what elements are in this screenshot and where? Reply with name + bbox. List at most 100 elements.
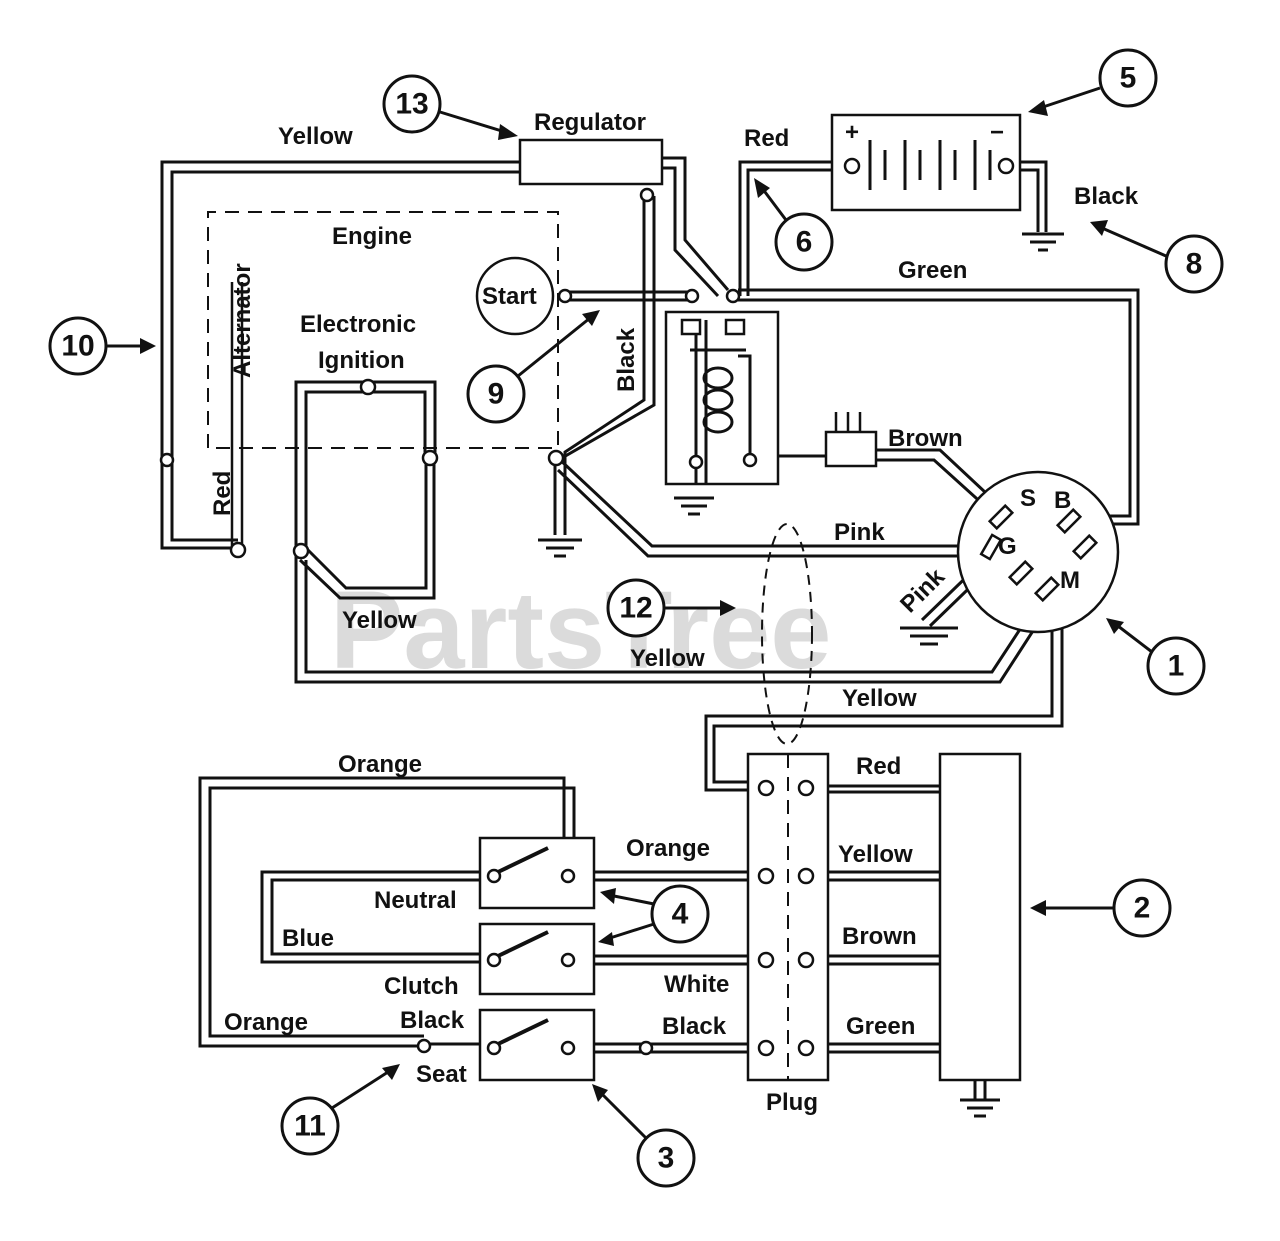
- switch-slot-b2: [1071, 533, 1099, 561]
- plug-terminals: [757, 779, 815, 1057]
- ground-engine-icon: [538, 538, 582, 558]
- brown-connector: [824, 430, 878, 468]
- svg-text:9: 9: [488, 378, 505, 411]
- label-yellow-switch: Yellow: [842, 685, 917, 712]
- svg-text:2: 2: [1134, 892, 1151, 925]
- label-white: White: [664, 971, 729, 998]
- alt-term-b: [229, 541, 247, 559]
- label-engine: Engine: [332, 223, 412, 250]
- label-electronic: Electronic: [300, 311, 416, 338]
- wire-orange-top-b: [208, 786, 576, 1038]
- wire-pink: [556, 456, 990, 548]
- regulator: [518, 138, 664, 186]
- label-red-plug: Red: [856, 753, 901, 780]
- engine-ground-term: [547, 449, 565, 467]
- svg-text:10: 10: [61, 330, 94, 363]
- wire-red-battery-b: [746, 168, 848, 296]
- wire-ignition-loop-b: [294, 380, 437, 548]
- seat-switch: [478, 1008, 596, 1082]
- label-ignition: Ignition: [318, 347, 405, 374]
- label-clutch: Clutch: [384, 973, 459, 1000]
- label-start: Start: [482, 283, 537, 310]
- wire-yellow-loop-b: [304, 560, 1032, 674]
- callout-5: 5: [1028, 48, 1158, 116]
- wire-ignition-yellow-b: [298, 458, 436, 600]
- control-module: [938, 752, 1022, 1082]
- label-brown-solenoid: Brown: [888, 425, 963, 452]
- black-splice: [638, 1040, 654, 1056]
- wire-yellow-switch: [704, 612, 1054, 792]
- neutral-switch: [478, 836, 596, 910]
- ignition-term-left: [292, 542, 310, 560]
- callout-11: 11: [280, 1064, 400, 1156]
- ground-battery-icon: [1022, 232, 1064, 252]
- wire-brown: [876, 448, 1004, 510]
- svg-text:11: 11: [294, 1110, 326, 1143]
- ignition-term-top: [359, 378, 377, 396]
- svg-text:8: 8: [1186, 248, 1203, 281]
- start-motor: [475, 256, 555, 336]
- callout-13: 13: [382, 74, 518, 140]
- label-regulator: Regulator: [534, 109, 646, 136]
- callout-12: 12: [606, 578, 736, 638]
- solenoid-term-c: [688, 454, 704, 470]
- callout-8: 6: [754, 178, 834, 272]
- wire-black-reg: [563, 196, 646, 535]
- solenoid: [664, 310, 780, 486]
- label-seat: Seat: [416, 1061, 467, 1088]
- switch-label-g: G: [998, 533, 1017, 560]
- wire-black-battery: [1018, 160, 1048, 232]
- label-brown-plug: Brown: [842, 923, 917, 950]
- brown-connector-pins: [834, 412, 862, 432]
- solenoid-term-d: [742, 452, 758, 468]
- label-yellow-loop: Yellow: [630, 645, 705, 672]
- ground-solenoid-icon: [674, 496, 714, 516]
- callout-3: 3: [592, 1084, 696, 1188]
- callout-9: 9: [466, 310, 600, 424]
- label-black-seat-left: Black: [400, 1007, 465, 1034]
- wire-yellow-loop: [294, 548, 1042, 684]
- wire-ignition-yellow: [304, 458, 428, 590]
- solenoid-term-b: [725, 288, 741, 304]
- svg-text:13: 13: [395, 88, 428, 121]
- wire-orange-top: [198, 776, 566, 1048]
- svg-text:12: 12: [619, 592, 652, 625]
- battery-cells: [868, 140, 992, 190]
- ignition-term-right: [421, 449, 439, 467]
- switch-label-b: B: [1054, 487, 1071, 514]
- ground-module-icon: [960, 1080, 1000, 1118]
- switch-label-s: S: [1020, 485, 1036, 512]
- label-pink: Pink: [834, 519, 885, 546]
- label-black-seat-right: Black: [662, 1013, 727, 1040]
- clutch-switch: [478, 922, 596, 996]
- switch-slot-g: [979, 533, 1003, 561]
- label-yellow-ignition: Yellow: [342, 607, 417, 634]
- solenoid-stud-b: [724, 318, 746, 336]
- label-red-battery: Red: [744, 125, 789, 152]
- battery-plus-label: +: [845, 119, 859, 146]
- label-red-alternator: Red: [209, 471, 236, 516]
- label-yellow-top: Yellow: [278, 123, 353, 150]
- label-neutral: Neutral: [374, 887, 457, 914]
- callout-2: 2: [1030, 878, 1172, 938]
- wire-black-battery-b: [1018, 168, 1040, 232]
- label-orange-seat: Orange: [224, 1009, 308, 1036]
- engine-outline: [207, 211, 559, 449]
- label-orange-top: Orange: [338, 751, 422, 778]
- label-black-vertical: Black: [613, 327, 640, 392]
- label-plug: Plug: [766, 1089, 818, 1116]
- svg-text:3: 3: [658, 1142, 675, 1175]
- label-blue: Blue: [282, 925, 334, 952]
- switch-label-m: M: [1060, 567, 1080, 594]
- switch-slot-s: [987, 503, 1015, 531]
- wire-red-battery: [738, 160, 848, 296]
- seat-splice: [416, 1038, 432, 1054]
- wire-yellow-top-inner: [170, 170, 522, 542]
- start-terminal: [557, 288, 573, 304]
- label-yellow-plug: Yellow: [838, 841, 913, 868]
- battery-plus-terminal: [843, 157, 861, 175]
- harness-bundle: [761, 523, 813, 745]
- solenoid-stud-a: [680, 318, 702, 336]
- switch-slot-b: [1055, 507, 1083, 535]
